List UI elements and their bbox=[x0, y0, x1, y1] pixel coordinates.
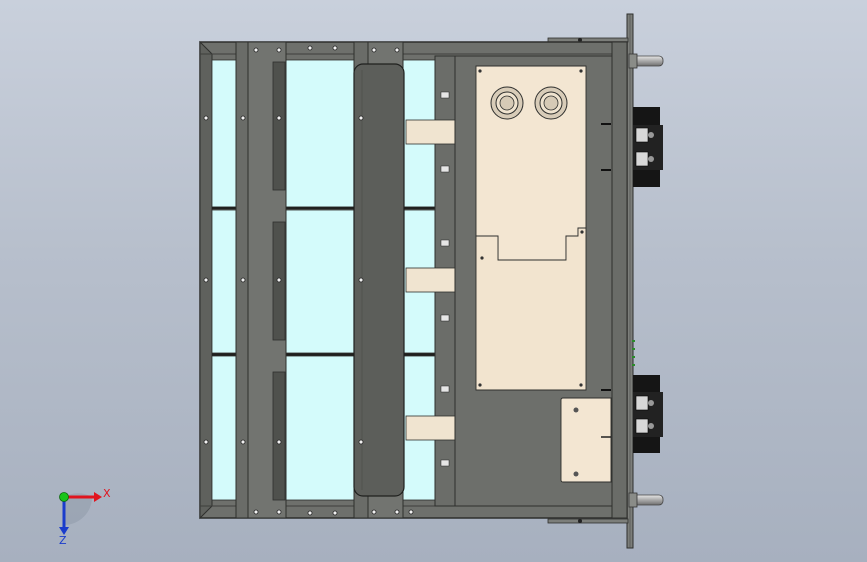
cover-plate bbox=[353, 63, 405, 497]
terminal-block-bottom bbox=[633, 375, 663, 453]
glass-column-2 bbox=[285, 59, 355, 501]
screw-holes bbox=[203, 45, 414, 516]
axis-origin bbox=[59, 492, 69, 502]
mounting-flange bbox=[626, 13, 634, 549]
axis-z-label: Z bbox=[59, 534, 67, 547]
bracket-plate bbox=[560, 397, 612, 483]
axis-x-label: X bbox=[103, 487, 111, 500]
glass-column-1 bbox=[211, 59, 237, 501]
handle-top bbox=[628, 53, 664, 69]
module-column bbox=[405, 55, 457, 507]
bottom-rail bbox=[547, 518, 629, 524]
control-panel bbox=[475, 65, 587, 391]
axis-triad: X Z bbox=[59, 487, 111, 547]
status-leds bbox=[632, 340, 635, 366]
wall-marks bbox=[601, 123, 611, 391]
round-button-right bbox=[534, 86, 568, 120]
handle-bottom bbox=[628, 492, 664, 508]
terminal-block-top bbox=[633, 107, 663, 187]
round-button-left bbox=[490, 86, 524, 120]
